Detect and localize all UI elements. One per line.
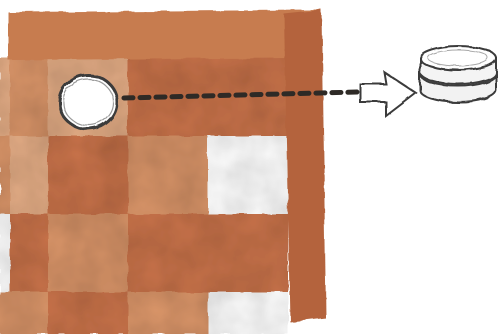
board-square-r4-c1 (8, 292, 48, 334)
stacked-pieces-icon (419, 45, 497, 103)
board-square-r3-c3 (128, 214, 208, 292)
board-square-r3-c4 (208, 214, 288, 292)
checkerboard (0, 10, 326, 334)
board-edge-strip-2 (0, 136, 10, 214)
board-square-r3-c1 (8, 214, 48, 292)
stack-disc-rim (427, 49, 489, 67)
board-frame-top (8, 10, 322, 60)
hollow-arrowhead-icon (359, 69, 418, 119)
board-square-r2-c4 (208, 136, 288, 214)
board-edge-strip-3 (0, 214, 10, 292)
checker-piece (57, 73, 119, 131)
board-frame-right (284, 10, 326, 322)
board-square-r4-c2 (48, 292, 128, 334)
board-square-r2-c2 (48, 136, 128, 214)
board-square-r4-c3 (128, 292, 208, 334)
board-square-r2-c1 (8, 136, 48, 214)
board-square-r3-c2 (48, 214, 128, 292)
board-edge-strip-4 (0, 292, 10, 334)
board-square-r4-c4 (208, 292, 288, 334)
board-square-r2-c3 (128, 136, 208, 214)
board-square-r1-c1 (8, 58, 48, 136)
board-squares (0, 58, 288, 334)
dashed-path (121, 89, 361, 101)
board-edge-strip-1 (0, 58, 10, 136)
move-arrow (121, 69, 418, 119)
